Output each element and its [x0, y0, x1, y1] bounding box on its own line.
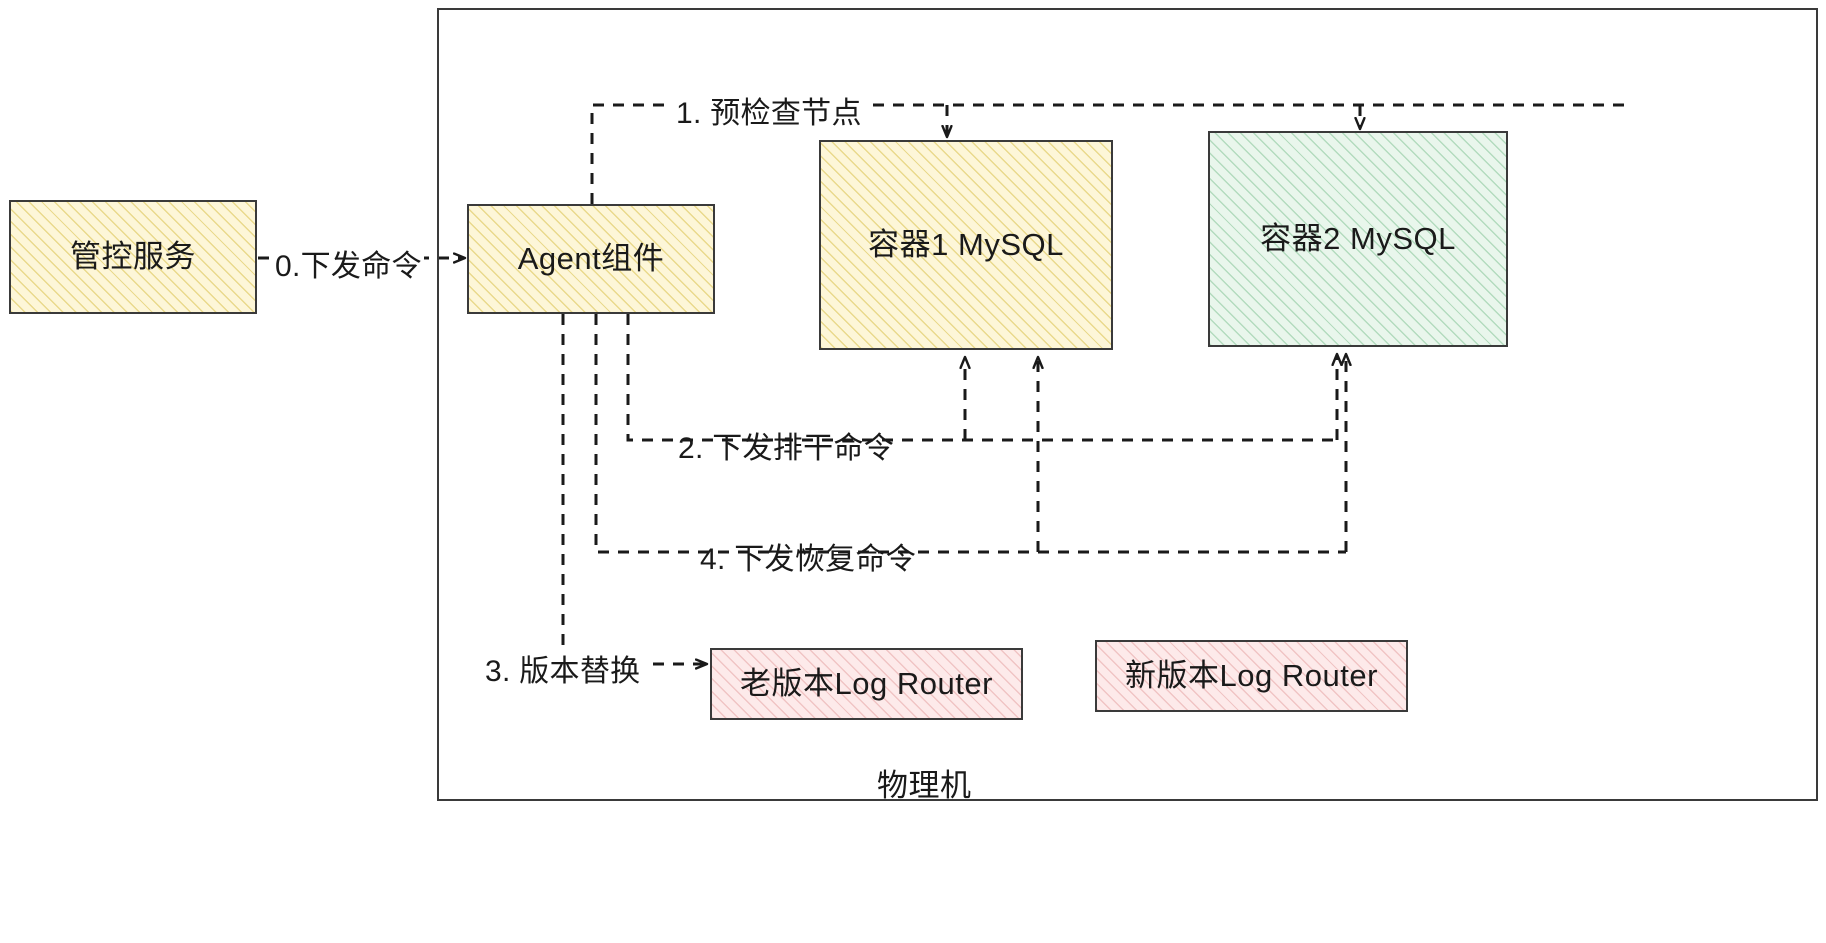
edge-label-3-version-replace: 3. 版本替换	[481, 646, 645, 690]
host-boundary-label: 物理机	[877, 768, 972, 803]
node-container2-mysql[interactable]: 容器2 MySQL	[1208, 131, 1508, 347]
node-control-service[interactable]: 管控服务	[9, 200, 257, 314]
edge-label-2-drain-command: 2. 下发排干命令	[678, 432, 895, 465]
edge-label-0-dispatch-command: 0.下发命令	[273, 241, 424, 285]
node-new-log-router[interactable]: 新版本Log Router	[1095, 640, 1408, 712]
node-agent-component[interactable]: Agent组件	[467, 204, 715, 314]
edge-label-1-precheck-node: 1. 预检查节点	[672, 88, 866, 132]
node-old-log-router[interactable]: 老版本Log Router	[710, 648, 1023, 720]
node-container2-mysql-label: 容器2 MySQL	[1260, 220, 1456, 256]
node-control-service-label: 管控服务	[70, 238, 196, 274]
node-container1-mysql[interactable]: 容器1 MySQL	[819, 140, 1113, 350]
node-agent-component-label: Agent组件	[517, 240, 665, 276]
host-boundary	[437, 8, 1818, 801]
node-container1-mysql-label: 容器1 MySQL	[868, 226, 1064, 262]
edge-label-4-recover-command: 4. 下发恢复命令	[700, 543, 917, 576]
node-old-log-router-label: 老版本Log Router	[740, 665, 993, 701]
connector-2-drain-trunk	[626, 314, 1337, 442]
node-new-log-router-label: 新版本Log Router	[1125, 657, 1378, 693]
